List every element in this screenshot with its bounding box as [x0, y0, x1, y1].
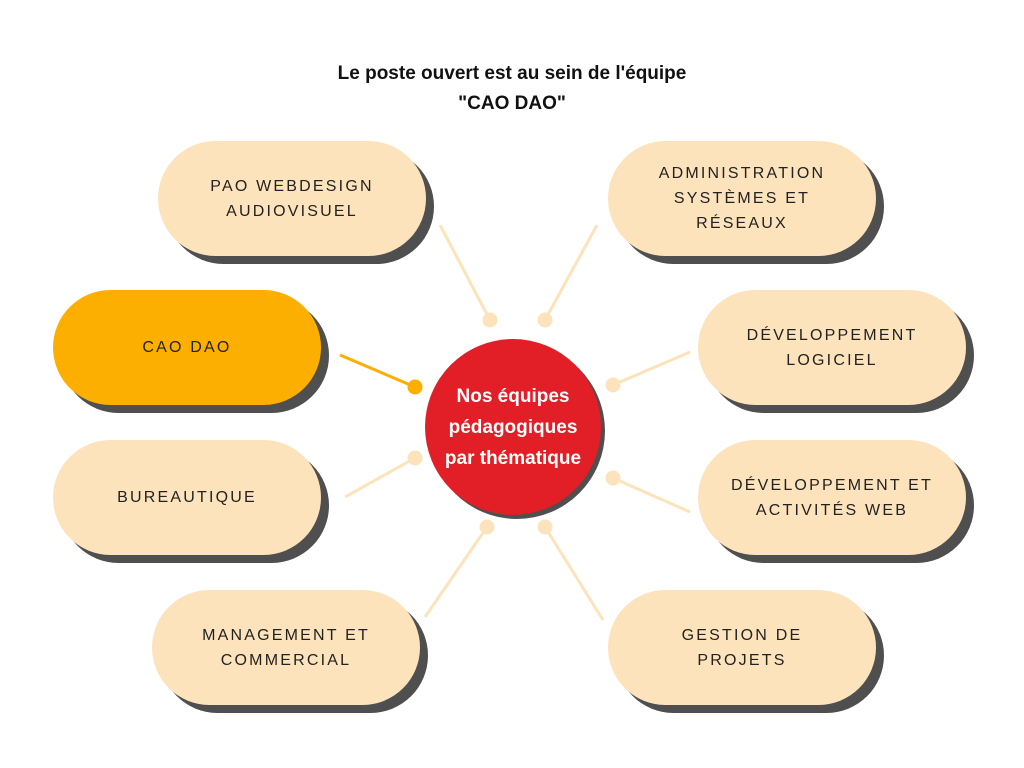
connector-pao: [438, 224, 492, 321]
connector-dot: [605, 470, 621, 486]
title-line-1: Le poste ouvert est au sein de l'équipe: [337, 63, 687, 84]
team-administration: ADMINISTRATION SYSTÈMES ET RÉSEAUX: [608, 141, 876, 256]
connector-cao-dao: [339, 353, 416, 389]
connector-dot: [605, 377, 621, 393]
team-management: MANAGEMENT ET COMMERCIAL: [152, 590, 420, 705]
title-line-2: "CAO DAO": [458, 93, 566, 114]
team-gestion-projets: GESTION DE PROJETS: [608, 590, 876, 705]
connector-management: [423, 526, 489, 618]
connector-dot: [537, 312, 553, 328]
team-cao-dao: CAO DAO: [53, 290, 321, 405]
connector-admin: [543, 224, 599, 321]
connector-dot: [537, 519, 553, 535]
connector-bureautique: [344, 456, 416, 499]
connector-dot: [407, 450, 423, 466]
hub-circle: Nos équipes pédagogiques par thématique: [425, 339, 601, 515]
connector-gestion: [543, 526, 605, 621]
team-bureautique: BUREAUTIQUE: [53, 440, 321, 555]
connector-dot: [482, 312, 498, 328]
hub-label: Nos équipes pédagogiques par thématique: [444, 385, 582, 469]
connector-logiciel: [612, 350, 691, 387]
team-pao-webdesign: PAO WEBDESIGN AUDIOVISUEL: [158, 141, 426, 256]
team-developpement-logiciel: DÉVELOPPEMENT LOGICIEL: [698, 290, 966, 405]
connector-dot: [407, 379, 423, 395]
connector-web: [612, 476, 691, 514]
connector-dot: [479, 519, 495, 535]
team-developpement-web: DÉVELOPPEMENT ET ACTIVITÉS WEB: [698, 440, 966, 555]
